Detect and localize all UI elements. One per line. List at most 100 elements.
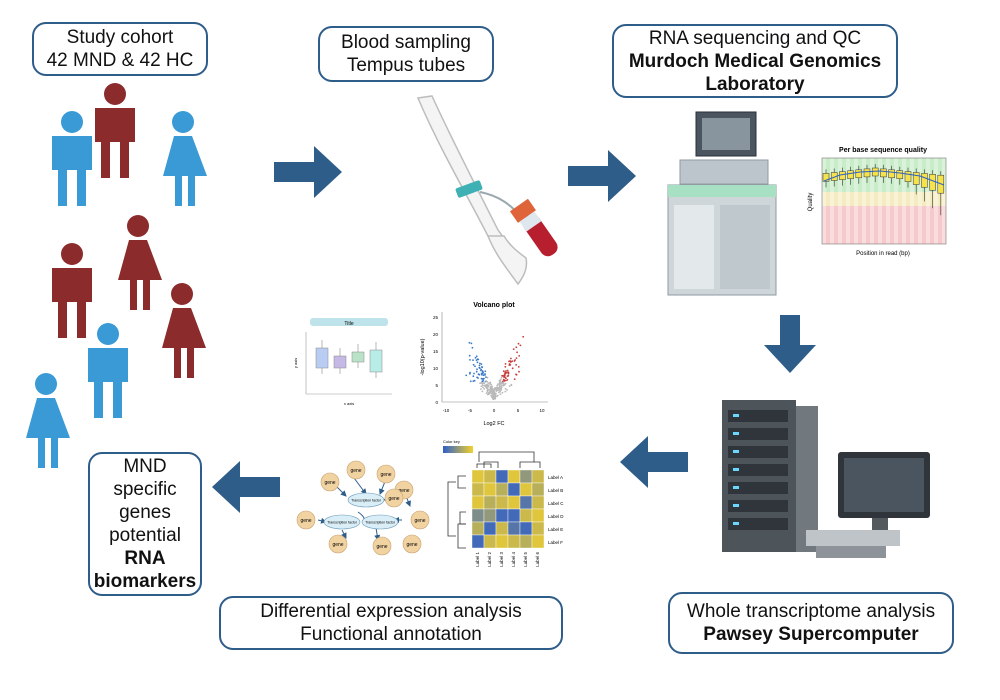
gene-node (402, 534, 422, 554)
heatmap-cell (495, 469, 509, 484)
volcano-point (486, 387, 489, 390)
wta-title: Whole transcriptome analysis (686, 601, 936, 622)
transcription-factor-label: Transcription factor (327, 521, 358, 525)
volcano-point (496, 388, 499, 390)
quality-box (855, 169, 863, 179)
quality-boxes (822, 164, 945, 216)
heatmap-cell (507, 521, 521, 536)
gene-node-label: gene (376, 544, 387, 550)
dea-annotation: Functional annotation (300, 624, 482, 645)
volcano-point (475, 359, 478, 361)
volcano-point (477, 373, 480, 376)
volcano-point (502, 384, 505, 387)
volcano-point (507, 374, 510, 377)
heatmap-cell (507, 508, 521, 523)
heatmap-row-label: Label E (548, 527, 563, 532)
volcano-ytick: 5 (435, 383, 438, 388)
mnd-line3: genes (119, 502, 171, 523)
heatmap-cell (531, 469, 545, 484)
volcano-point (483, 388, 485, 390)
volcano-point (515, 357, 518, 359)
heatmap-cell (471, 508, 485, 523)
volcano-point (477, 358, 480, 361)
heatmap-col-label: Label 5 (523, 552, 528, 567)
heatmap-cell (519, 534, 533, 549)
volcano-point (465, 374, 468, 377)
volcano-point (479, 362, 481, 365)
volcano-point (492, 388, 495, 391)
volcano-ytick: 25 (433, 315, 439, 320)
gene-node (410, 510, 430, 530)
volcano-point (515, 346, 518, 349)
heatmap-cell (507, 482, 521, 497)
heatmap-cell (507, 495, 521, 510)
volcano-point (487, 382, 490, 384)
transcription-factor-label: Transcription factor (365, 521, 396, 525)
gene-node-label: gene (324, 480, 335, 486)
rnaseq-box: RNA sequencing and QC Murdoch Medical Ge… (612, 24, 898, 98)
volcano-point (485, 385, 488, 388)
boxplot-box (315, 347, 329, 369)
volcano-point (519, 344, 522, 347)
heatmap-col-label: Label 2 (487, 552, 492, 567)
boxplot-box (351, 351, 365, 363)
heatmap-cell (495, 534, 509, 549)
person-hc-icon (163, 111, 207, 206)
quality-box (839, 171, 846, 180)
volcano-point (480, 363, 483, 365)
heatmap-cell (519, 508, 533, 523)
gene-node (328, 534, 348, 554)
volcano-point (504, 363, 507, 365)
heatmap-row-label: Label C (548, 501, 564, 506)
transcription-factor-node (323, 514, 361, 530)
volcano-point (474, 365, 476, 368)
person-mnd-icon (162, 283, 206, 378)
volcano-point (484, 370, 487, 373)
heatmap-cell (471, 469, 485, 484)
boxplot-boxes (315, 340, 383, 378)
volcano-point (500, 376, 503, 379)
heatmap-cell (483, 482, 497, 497)
volcano-point (512, 348, 515, 350)
volcano-point (470, 342, 473, 345)
person-mnd-icon (95, 83, 135, 178)
volcano-point (500, 384, 503, 387)
cohort-counts: 42 MND & 42 HC (46, 50, 194, 71)
gene-node-label: gene (380, 472, 391, 478)
volcano-point (499, 388, 502, 390)
volcano-point (496, 395, 499, 397)
rnaseq-lab-line2: Laboratory (705, 73, 805, 95)
volcano-point (480, 377, 483, 380)
arrow-down-icon (764, 315, 816, 373)
person-mnd-icon (118, 215, 162, 310)
heatmap-row-label: Label B (548, 488, 563, 493)
volcano-point (480, 382, 482, 384)
gene-node (320, 472, 340, 492)
heatmap-cell (519, 521, 533, 536)
volcano-point (502, 370, 505, 373)
volcano-point (486, 390, 489, 393)
gene-node (384, 488, 404, 508)
heatmap-cell (483, 495, 497, 510)
volcano-point (504, 379, 507, 382)
volcano-point (494, 396, 496, 399)
supercomputer-icon (722, 400, 930, 558)
volcano-point (504, 365, 507, 368)
volcano-point (516, 351, 518, 354)
volcano-xtick: 0 (493, 408, 496, 413)
volcano-point (472, 359, 474, 361)
quality-box (822, 173, 830, 182)
volcano-point (468, 354, 471, 357)
gene-node-label: gene (414, 518, 425, 524)
volcano-point (482, 384, 484, 387)
volcano-point (510, 357, 512, 360)
volcano-point (501, 391, 504, 394)
gene-node-label: gene (388, 496, 399, 502)
gene-node (376, 464, 396, 484)
heatmap-row-label: Label D (548, 514, 564, 519)
volcano-point (472, 380, 475, 382)
volcano-point (491, 390, 493, 393)
volcano-point (499, 378, 502, 381)
volcano-point (469, 380, 472, 383)
